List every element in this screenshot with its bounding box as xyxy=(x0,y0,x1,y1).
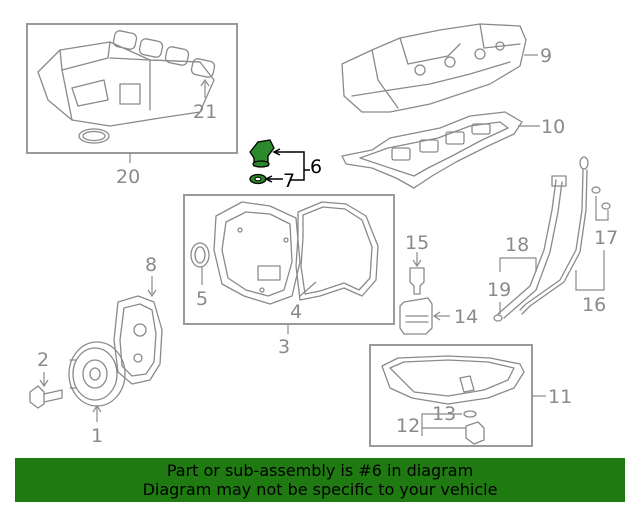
callout-4: 4 xyxy=(290,301,302,323)
valve-cover: 9 xyxy=(341,23,552,113)
timing-cover-gasket xyxy=(295,201,379,301)
oil-filler-cap xyxy=(249,139,275,168)
dipstick-tube-18 xyxy=(497,175,567,319)
callout-17: 17 xyxy=(594,227,618,249)
dipstick-group: 18 17 16 19 xyxy=(487,156,618,322)
intake-manifold-group: 21 20 xyxy=(26,23,238,188)
oil-filler-cap-highlight: 6 7 xyxy=(249,139,322,192)
callout-12: 12 xyxy=(396,415,420,437)
intake-gaskets xyxy=(112,30,216,78)
callout-16: 16 xyxy=(582,294,606,316)
intake-manifold-box xyxy=(26,23,238,154)
o-ring-19 xyxy=(493,314,503,322)
seal-17 xyxy=(591,186,611,210)
callout-14: 14 xyxy=(454,306,478,328)
oil-pan xyxy=(381,355,525,405)
dipstick-16 xyxy=(519,156,589,315)
callout-7: 7 xyxy=(283,170,295,192)
callout-11: 11 xyxy=(548,386,572,408)
leader-18 xyxy=(499,257,537,272)
timing-cover xyxy=(213,201,301,305)
seal-5 xyxy=(190,242,210,268)
callout-21: 21 xyxy=(193,101,217,123)
callout-8: 8 xyxy=(145,254,157,276)
callout-3: 3 xyxy=(278,336,290,358)
leader-4 xyxy=(299,281,317,297)
callout-20: 20 xyxy=(116,166,140,188)
throttle-seal xyxy=(78,128,110,144)
drain-washer-13 xyxy=(463,410,477,418)
callout-6: 6 xyxy=(310,156,322,178)
front-cover-8: 8 xyxy=(113,254,163,385)
callout-19: 19 xyxy=(487,279,511,301)
leader-16 xyxy=(575,250,605,291)
timing-cover-group: 5 4 3 xyxy=(183,194,395,358)
sensor-15: 15 xyxy=(405,232,429,295)
callout-9: 9 xyxy=(540,45,552,67)
callout-10: 10 xyxy=(541,116,565,138)
callout-2: 2 xyxy=(37,349,49,371)
callout-1: 1 xyxy=(91,425,103,447)
leader-17 xyxy=(595,196,609,221)
intake-manifold xyxy=(37,41,215,127)
banner-line-1: Part or sub-assembly is #6 in diagram xyxy=(166,461,474,480)
leader-6 xyxy=(274,151,310,181)
timing-cover-box xyxy=(183,194,395,325)
module-14: 14 xyxy=(399,297,478,335)
oil-filler-seal xyxy=(249,173,267,185)
callout-18: 18 xyxy=(505,234,529,256)
part-info-banner: Part or sub-assembly is #6 in diagram Di… xyxy=(15,458,625,502)
callout-5: 5 xyxy=(196,288,208,310)
crankshaft-pulley: 1 xyxy=(68,341,126,447)
valve-cover-gasket: 10 xyxy=(341,111,565,189)
callout-15: 15 xyxy=(405,232,429,254)
oil-pan-group: 11 13 12 xyxy=(369,344,572,447)
crankshaft-bolt: 2 xyxy=(29,349,63,409)
callout-13: 13 xyxy=(432,403,456,425)
leader-13 xyxy=(421,413,462,436)
drain-plug-12 xyxy=(465,421,485,445)
banner-line-2: Diagram may not be specific to your vehi… xyxy=(142,480,498,499)
